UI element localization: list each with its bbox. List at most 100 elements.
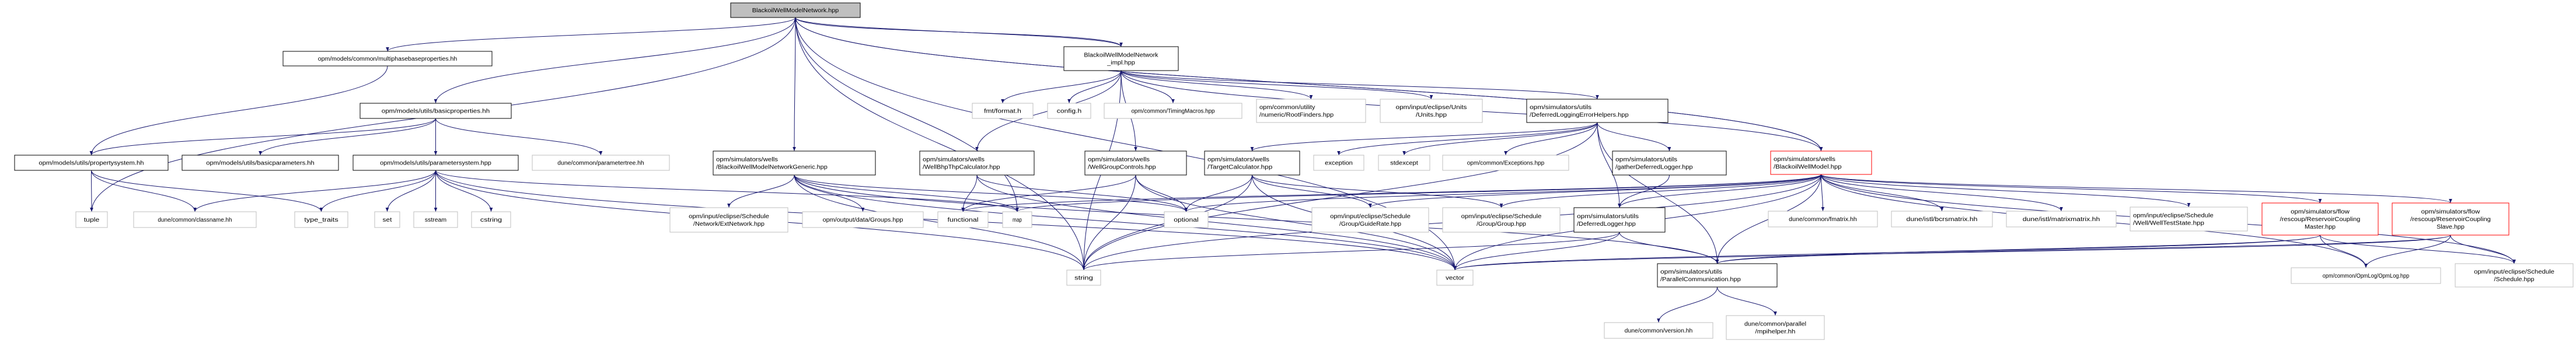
node-box [1380, 99, 1483, 123]
edge-slave-to-vector [1453, 235, 2451, 271]
edge-basicprops-to-basicparams [259, 118, 436, 156]
node-paramsys[interactable]: opm/models/utils/parametersystem.hpp [352, 155, 519, 171]
node-slave[interactable]: opm/simulators/flow/rescoup/ReservoirCou… [2392, 202, 2509, 236]
node-label: /WellBhpThpCalculator.hpp [923, 164, 1000, 171]
node-box [2455, 263, 2574, 288]
node-box [1604, 322, 1713, 339]
edge-impl-to-fmt [1001, 70, 1122, 104]
node-basicparams[interactable]: opm/models/utils/basicparameters.hh [181, 155, 339, 171]
edge-targetcalc-to-optional [1184, 174, 1252, 212]
node-label: opm/input/eclipse/Units [1396, 104, 1467, 111]
node-label: dune/common/version.hh [1625, 328, 1693, 334]
node-label: BlackoilWellModelNetwork [1084, 52, 1158, 59]
node-box [1104, 103, 1242, 119]
node-box [1256, 99, 1366, 123]
node-label: dune/common/classname.hh [158, 217, 232, 223]
node-label: /ParallelCommunication.hpp [1660, 276, 1741, 283]
node-propsys[interactable]: opm/models/utils/propertysystem.hh [14, 155, 169, 171]
node-dlogger[interactable]: opm/simulators/utils/DeferredLogger.hpp [1573, 207, 1666, 233]
node-groups: opm/output/data/Groups.hpp [802, 211, 924, 228]
node-dleh[interactable]: opm/simulators/utils/DeferredLoggingErro… [1526, 99, 1669, 123]
edge-propsys-to-type_traits [91, 170, 323, 212]
edge-dleh-to-exceptions [1504, 122, 1598, 156]
edge-wgc-to-functional [961, 174, 1136, 212]
node-box [133, 211, 257, 228]
node-label: opm/common/TimingMacros.hpp [1131, 108, 1215, 115]
node-label: opm/models/utils/parametersystem.hpp [380, 160, 491, 167]
node-label: map [1013, 217, 1022, 223]
node-label: /WellGroupControls.hpp [1088, 164, 1156, 171]
node-label: opm/common/Exceptions.hpp [1467, 160, 1545, 167]
node-box [1612, 150, 1727, 176]
edge-master-to-opmlog [2320, 235, 2368, 268]
node-label: exception [1325, 160, 1353, 167]
node-box [802, 211, 924, 228]
node-label: opm/models/utils/basicproperties.hh [382, 108, 490, 115]
edge-basicprops-to-paramtree [435, 118, 603, 156]
node-set: set [374, 211, 400, 228]
node-label: opm/simulators/utils [1577, 214, 1639, 220]
edge-bwm-to-welltest [1821, 174, 2191, 208]
node-master[interactable]: opm/simulators/flow/rescoup/ReservoirCou… [2261, 202, 2379, 236]
node-label: /mpihelper.hh [1755, 329, 1796, 335]
node-parcomm[interactable]: opm/simulators/utils/ParallelCommunicati… [1657, 263, 1778, 288]
edge-dleh-to-exception [1337, 122, 1598, 156]
edge-bwm-to-group [1499, 174, 1821, 208]
edge-root-to-basicprops [434, 17, 796, 104]
edge-bwm-to-bcrs [1821, 174, 1944, 212]
edge-generic-to-extnetwork [727, 174, 795, 208]
edge-wgc-to-optional [1135, 174, 1188, 212]
node-box [2006, 211, 2117, 228]
node-label: opm/simulators/wells [1088, 157, 1150, 163]
node-root[interactable]: BlackoilWellModelNetwork.hpp [730, 2, 861, 18]
node-label: opm/input/eclipse/Schedule [1461, 214, 1542, 220]
node-multiphase[interactable]: opm/models/common/multiphasebaseproperti… [282, 51, 493, 66]
node-box [1313, 155, 1364, 171]
node-impl[interactable]: BlackoilWellModelNetwork_impl.hpp [1063, 46, 1179, 71]
node-mpihelper: dune/common/parallel/mpihelper.hh [1726, 315, 1825, 340]
node-label: /BlackoilWellModel.hpp [1774, 164, 1842, 170]
edge-impl-to-dleh [1121, 70, 1599, 100]
node-version: dune/common/version.hh [1604, 322, 1713, 339]
node-fmt: fmt/format.h [972, 103, 1034, 119]
edge-wgc-to-vector [1135, 174, 1457, 271]
node-box [1311, 207, 1429, 233]
edge-multiphase-to-propsys [89, 65, 388, 156]
node-box [413, 211, 458, 228]
node-label: config.h [1057, 108, 1081, 115]
node-label: /numeric/RootFinders.hpp [1259, 112, 1334, 118]
edge-wgc-to-string [1082, 174, 1136, 271]
node-label: opm/input/eclipse/Schedule [689, 214, 769, 220]
node-box [1526, 99, 1669, 123]
node-box [294, 211, 348, 228]
node-label: /BlackoilWellModelNetworkGeneric.hpp [716, 164, 828, 171]
edge-bwm-to-master [1821, 174, 2322, 204]
node-opmlog: opm/common/OpmLog/OpmLog.hpp [2291, 267, 2441, 284]
node-label: fmt/format.h [984, 108, 1021, 115]
node-basicprops[interactable]: opm/models/utils/basicproperties.hh [359, 103, 512, 119]
node-wgc[interactable]: opm/simulators/wells/WellGroupControls.h… [1084, 150, 1187, 176]
node-label: opm/simulators/flow [2421, 209, 2481, 215]
node-label: opm/models/utils/propertysystem.hh [39, 160, 144, 167]
node-bhpthp[interactable]: opm/simulators/wells/WellBhpThpCalculato… [919, 150, 1035, 176]
node-group: opm/input/eclipse/Schedule/Group/Group.h… [1442, 207, 1561, 233]
node-config: config.h [1047, 103, 1091, 119]
node-bwm[interactable]: opm/simulators/wells/BlackoilWellModel.h… [1770, 150, 1872, 175]
node-box [919, 150, 1035, 176]
node-label: BlackoilWellModelNetwork.hpp [752, 8, 839, 14]
edge-bhpthp-to-functional [961, 174, 978, 212]
edge-parcomm-to-version [1657, 286, 1718, 323]
edge-impl-to-config [1067, 70, 1122, 104]
node-label: stdexcept [1390, 160, 1418, 167]
node-box [282, 51, 493, 66]
node-box [75, 211, 108, 228]
node-gatherdl[interactable]: opm/simulators/utils/gatherDeferredLogge… [1612, 150, 1727, 176]
node-label: opm/simulators/wells [716, 157, 778, 163]
node-box [471, 211, 511, 228]
node-targetcalc[interactable]: opm/simulators/wells/TargetCalculator.hp… [1204, 150, 1300, 176]
node-box [1378, 155, 1430, 171]
edge-generic-to-vector [794, 174, 1457, 271]
node-generic[interactable]: opm/simulators/wells/BlackoilWellModelNe… [713, 150, 876, 176]
node-box [1063, 46, 1179, 71]
node-box [1768, 211, 1878, 228]
